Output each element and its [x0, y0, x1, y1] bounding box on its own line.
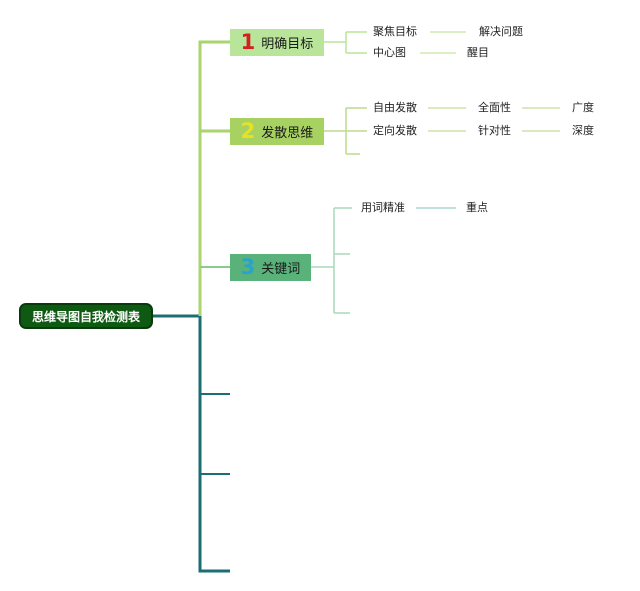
root-node[interactable]: 思维导图自我检测表	[19, 303, 153, 329]
topic-eye-catching[interactable]: 醒目	[467, 46, 489, 59]
branch-node-3[interactable]: 3 关键词	[230, 254, 311, 281]
branch-label-1: 明确目标	[261, 37, 314, 52]
topic-pertinence[interactable]: 针对性	[478, 124, 511, 137]
topic-precise-wording[interactable]: 用词精准	[361, 201, 405, 214]
branch-node-1[interactable]: 1 明确目标	[230, 29, 324, 56]
branch-number-2: 2	[240, 119, 256, 143]
topic-directed-divergence[interactable]: 定向发散	[373, 124, 417, 137]
topic-free-divergence[interactable]: 自由发散	[373, 101, 417, 114]
topic-solve-problem[interactable]: 解决问题	[479, 25, 523, 38]
topic-depth[interactable]: 深度	[572, 124, 594, 137]
branch-label-3: 关键词	[261, 262, 301, 277]
topic-central-image[interactable]: 中心图	[373, 46, 406, 59]
trunk-line	[153, 314, 230, 573]
root-label: 思维导图自我检测表	[31, 309, 140, 324]
branch2-bracket	[324, 107, 367, 155]
topic-focus-goal[interactable]: 聚焦目标	[373, 25, 417, 38]
branch-label-2: 发散思维	[261, 126, 314, 141]
branch1-bracket	[324, 31, 367, 54]
branch-number-3: 3	[240, 255, 256, 279]
topic-key-point[interactable]: 重点	[466, 201, 488, 214]
branch-trunk-line	[198, 40, 230, 316]
topic-comprehensiveness[interactable]: 全面性	[478, 101, 511, 114]
branch-number-1: 1	[240, 30, 256, 54]
branch-node-2[interactable]: 2 发散思维	[230, 118, 324, 145]
branch3-bracket	[311, 207, 352, 314]
topic-breadth[interactable]: 广度	[572, 101, 594, 114]
